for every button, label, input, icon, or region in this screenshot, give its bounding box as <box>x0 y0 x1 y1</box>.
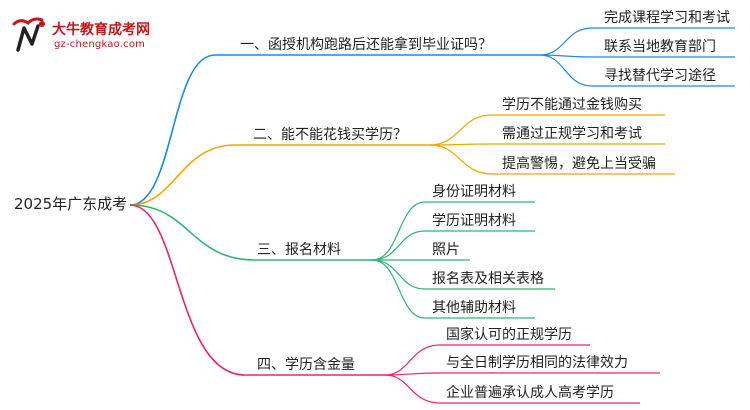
logo-url: gz-chengkao.com <box>54 39 146 50</box>
branch-2-child-2: 需通过正规学习和考试 <box>502 126 642 142</box>
branch-3-child-4: 报名表及相关表格 <box>432 271 544 287</box>
connector-branch-1-child-3 <box>539 54 735 87</box>
branch-3-child-2: 学历证明材料 <box>432 213 516 229</box>
connector-branch-1-child-1 <box>539 27 735 56</box>
connector-branch-4-child-2 <box>384 372 660 376</box>
connector-branch-2-child-3 <box>429 144 675 175</box>
connector-branch-4-child-1 <box>384 344 590 376</box>
branch-4-child-2: 与全日制学历相同的法律效力 <box>446 355 628 371</box>
branch-1-child-3: 寻找替代学习途径 <box>604 68 716 84</box>
site-logo[interactable]: 大牛教育成考网 gz-chengkao.com <box>8 14 168 54</box>
branch-1-label: 一、函授机构跑路后还能拿到毕业证吗？ <box>240 37 492 53</box>
branch-3-child-3: 照片 <box>432 242 460 258</box>
connector-branch-3-child-2 <box>371 230 535 261</box>
connector-root-branch-4 <box>129 204 385 376</box>
connector-root-branch-2 <box>129 144 430 206</box>
branch-3-child-5: 其他辅助材料 <box>432 300 516 316</box>
branch-2-child-3: 提高警惕，避免上当受骗 <box>502 156 656 172</box>
branch-2-child-1: 学历不能通过金钱购买 <box>502 97 642 113</box>
logo-title: 大牛教育成考网 <box>52 22 150 38</box>
connector-branch-2-child-1 <box>429 114 665 146</box>
branch-3-label: 三、报名材料 <box>257 242 341 258</box>
branch-1-child-2: 联系当地教育部门 <box>604 39 716 55</box>
connector-branch-2-child-2 <box>429 143 665 146</box>
connector-branch-4-child-3 <box>384 374 640 404</box>
branch-4-child-3: 企业普遍承认成人高考学历 <box>446 385 614 401</box>
connector-branch-3-child-1 <box>371 201 535 261</box>
branch-4-label: 四、学历含金量 <box>257 357 355 373</box>
branch-4-child-1: 国家认可的正规学历 <box>446 327 572 343</box>
connector-root-branch-1 <box>129 54 540 206</box>
branch-1-child-1: 完成课程学习和考试 <box>604 10 730 26</box>
branch-3-child-1: 身份证明材料 <box>432 184 516 200</box>
bull-logo-icon <box>12 17 45 52</box>
connector-root-branch-3 <box>129 204 372 261</box>
root-node: 2025年广东成考 <box>14 195 128 213</box>
connector-branch-3-child-5 <box>371 259 535 319</box>
branch-2-label: 二、能不能花钱买学历？ <box>253 127 407 143</box>
connector-branch-1-child-2 <box>539 54 735 58</box>
connector-branch-3-child-4 <box>371 259 555 290</box>
